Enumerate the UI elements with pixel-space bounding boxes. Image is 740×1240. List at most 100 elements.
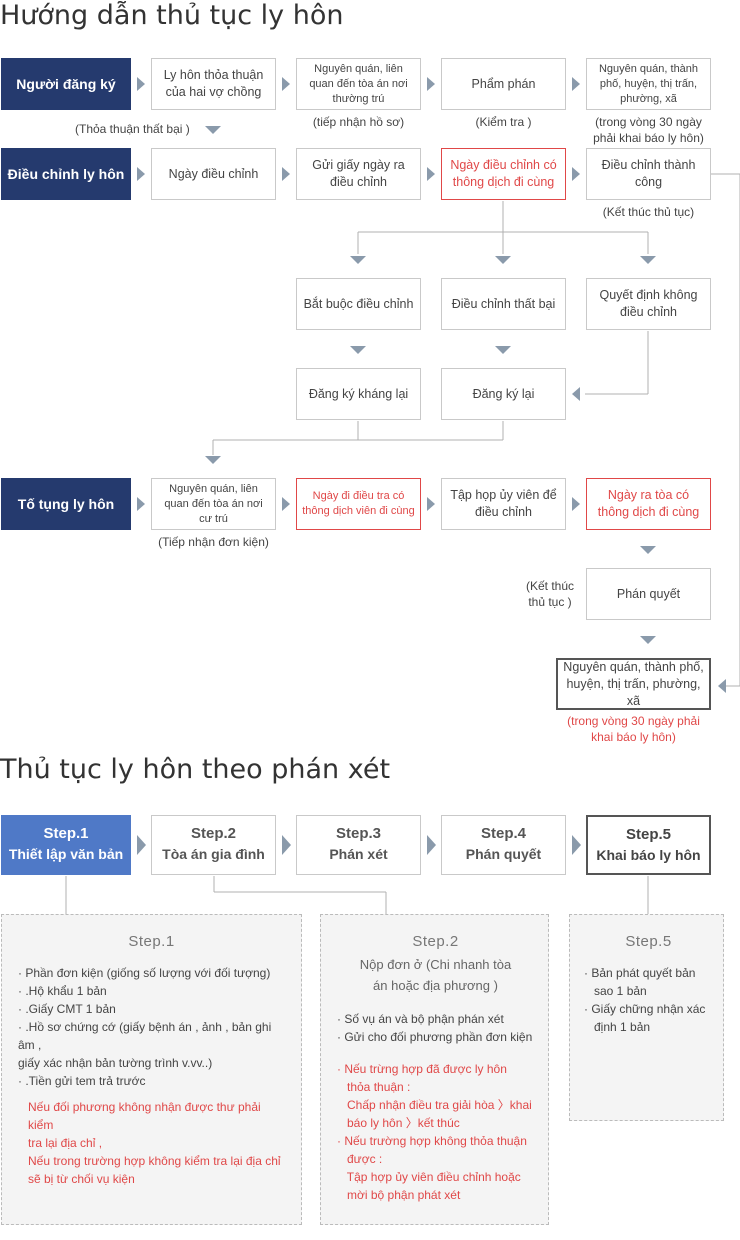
arrow-down-icon	[495, 346, 511, 354]
arrow-down-icon	[350, 346, 366, 354]
panel2-note: · Nếu trừng hợp đã được ly hôn	[337, 1062, 507, 1076]
step1-panel: Step.1 · Phần đơn kiện (giống số lượng v…	[1, 914, 302, 1225]
step1-number: Step.1	[43, 825, 89, 842]
step5-name: Khai báo ly hôn	[596, 847, 701, 863]
arrow-right-icon	[427, 167, 435, 181]
panel1-note: Nếu trong trường hợp không kiểm tra lại …	[28, 1154, 281, 1168]
interpreter-mediation-box: Ngày điều chỉnh có thông dịch đi cùng	[441, 148, 566, 200]
final-registration-box: Nguyên quán, thành phố, huyện, thị trấn,…	[556, 658, 711, 710]
panel3-item: · Giấy chững nhận xác	[584, 1002, 706, 1016]
arrow-down-icon	[640, 256, 656, 264]
arrow-down-icon	[495, 256, 511, 264]
arrow-right-icon	[282, 497, 290, 511]
step4-name: Phán quyết	[465, 846, 542, 862]
step3-number: Step.3	[335, 825, 381, 842]
mediation-date-box: Ngày điều chỉnh	[151, 148, 276, 200]
compulsory-mediation-box: Bắt buộc điều chỉnh	[296, 278, 421, 330]
lawsuit-receipt-caption: (Tiếp nhận đơn kiện)	[158, 535, 269, 549]
panel2-title: Step.2	[412, 933, 459, 950]
panel3-item: định 1 bản	[584, 1020, 651, 1034]
step4-number: Step.4	[480, 825, 526, 842]
arrow-right-icon	[572, 167, 580, 181]
step1-name: Thiết lập văn bản	[8, 846, 124, 862]
arrow-right-icon	[572, 77, 580, 91]
arrow-down-icon	[350, 256, 366, 264]
panel2-note: được :	[337, 1152, 383, 1166]
panel2-note: mời bộ phận phát xét	[337, 1188, 461, 1202]
mediation-failed-box: Điều chỉnh thất bại	[441, 278, 566, 330]
step2-name: Tòa án gia đình	[162, 846, 265, 862]
arrow-right-icon	[137, 167, 145, 181]
agreement-failed-caption: (Thỏa thuận thất bại )	[75, 122, 190, 136]
committee-box: Tập họp ủy viên để điều chỉnh	[441, 478, 566, 530]
step2-box: Step.2 Tòa án gia đình	[151, 815, 276, 875]
step2-number: Step.2	[190, 825, 236, 842]
re-register-box: Đăng ký lại	[441, 368, 566, 420]
panel1-note: Nếu đối phương không nhận được thư phải …	[28, 1100, 261, 1132]
arrow-down-icon	[205, 126, 221, 134]
local-office-box: Nguyên quán, thành phố, huyện, thị trấn,…	[586, 58, 711, 110]
agreement-box: Ly hôn thỏa thuận của hai vợ chồng	[151, 58, 276, 110]
litigation-court-box: Nguyên quán, liên quan đến tòa án nơi cư…	[151, 478, 276, 530]
end-procedure-caption: (Kết thúc thủ tục)	[602, 205, 695, 219]
panel1-note: tra lại địa chỉ ,	[28, 1136, 103, 1150]
panel2-item: · Số vụ án và bộ phận phán xét	[337, 1012, 504, 1026]
arrow-right-icon	[427, 497, 435, 511]
panel1-item: · .Tiền gửi tem trả trước	[18, 1074, 146, 1088]
panel1-item: · Phần đơn kiện (giống số lượng với đối …	[18, 966, 271, 980]
panel2-note: thỏa thuận :	[337, 1080, 411, 1094]
send-notice-box: Gửi giấy ngày ra điều chỉnh	[296, 148, 421, 200]
litigation-label: Tố tụng ly hôn	[1, 478, 131, 530]
arrow-left-icon	[572, 387, 580, 401]
panel2-note: · Nếu trường hợp không thỏa thuận	[337, 1134, 527, 1148]
investigation-interpreter-box: Ngày đi điều tra có thông dịch viên đi c…	[296, 478, 421, 530]
step5-panel: Step.5 · Bản phát quyết bản sao 1 bản · …	[569, 914, 724, 1121]
step4-box: Step.4 Phán quyết	[441, 815, 566, 875]
verdict-box: Phán quyết	[586, 568, 711, 620]
panel1-item: · .Hộ khẩu 1 bản	[18, 984, 107, 998]
final-deadline-caption: (trong vòng 30 ngày phải khai báo ly hôn…	[567, 714, 700, 744]
section1-title: Hướng dẫn thủ tục ly hôn	[0, 0, 344, 31]
panel1-item: giấy xác nhận bản tường trình v.vv..)	[18, 1056, 213, 1070]
panel2-note: Chấp nhận điều tra giải hòa 〉khai	[337, 1098, 532, 1112]
arrow-right-icon	[572, 497, 580, 511]
panel1-item: · .Giấy CMT 1 bản	[18, 1002, 116, 1016]
no-mediation-decision-box: Quyết định không điều chỉnh	[586, 278, 711, 330]
step5-number: Step.5	[625, 826, 671, 843]
panel2-subtitle: Nộp đơn ở (Chi nhanh tòa	[359, 957, 512, 972]
step3-name: Phán xét	[329, 846, 388, 862]
judge-box: Phẩm phán	[441, 58, 566, 110]
panel3-title: Step.5	[625, 933, 672, 950]
appeal-box: Đăng ký kháng lại	[296, 368, 421, 420]
deadline-caption: (trong vòng 30 ngày phải khai báo ly hôn…	[593, 115, 704, 145]
court-hearing-interpreter-box: Ngày ra tòa có thông dịch đi cùng	[586, 478, 711, 530]
panel2-note: Tập hợp ủy viên điều chỉnh hoặc	[337, 1170, 521, 1184]
panel2-item: · Gửi cho đối phương phần đơn kiện	[337, 1030, 533, 1044]
check-caption: (Kiểm tra )	[475, 115, 532, 129]
step5-box: Step.5 Khai báo ly hôn	[586, 815, 711, 875]
panel1-note: sẽ bị từ chối vụ kiện	[28, 1172, 135, 1186]
panel2-subtitle: án hoặc địa phương )	[373, 978, 498, 993]
arrow-right-icon	[282, 835, 291, 855]
arrow-right-icon	[427, 77, 435, 91]
panel3-item: sao 1 bản	[584, 984, 647, 998]
arrow-down-icon	[640, 636, 656, 644]
panel1-title: Step.1	[128, 933, 175, 950]
section2-title: Thủ tục ly hôn theo phán xét	[0, 754, 391, 785]
panel3-item: · Bản phát quyết bản	[584, 966, 696, 980]
arrow-right-icon	[282, 167, 290, 181]
step2-panel: Step.2 Nộp đơn ở (Chi nhanh tòa án hoặc …	[320, 914, 549, 1225]
end-procedure-caption-2: (Kết thúc thủ tục )	[525, 579, 575, 609]
arrow-right-icon	[137, 835, 146, 855]
arrow-down-icon	[640, 546, 656, 554]
panel2-note: báo ly hôn 〉kết thúc	[337, 1116, 460, 1130]
arrow-right-icon	[427, 835, 436, 855]
arrow-right-icon	[572, 835, 581, 855]
arrow-right-icon	[282, 77, 290, 91]
arrow-right-icon	[137, 77, 145, 91]
step1-box: Step.1 Thiết lập văn bản	[1, 815, 131, 875]
step3-box: Step.3 Phán xét	[296, 815, 421, 875]
court-registration-box: Nguyên quán, liên quan đến tòa án nơi th…	[296, 58, 421, 110]
arrow-down-icon	[205, 456, 221, 464]
